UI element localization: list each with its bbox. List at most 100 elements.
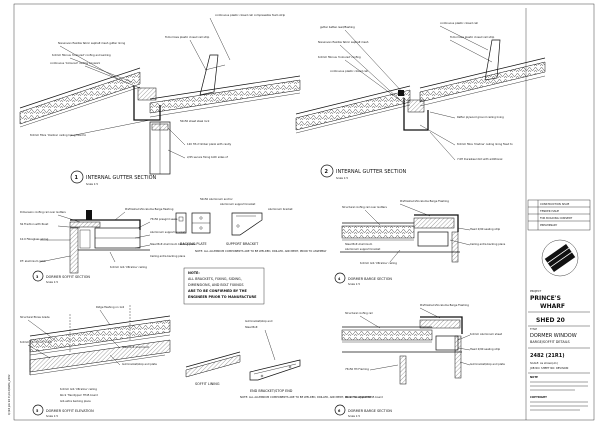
bracket-callout-2: 50x50 Aluminium anchor [200,197,234,201]
title-label: TITLE [530,327,537,331]
title-line1: DORMER WINDOW [530,333,577,339]
d2-callout-7: Rafter plywood ground ceiling lining [457,115,504,119]
d3-number-bubble [32,270,44,282]
d6-callout-5: Gut bracket/stop end plate [470,362,505,366]
d2-number: 2 [325,169,329,175]
end-callout-1: Steel Bolt [245,325,258,329]
revision-row-4: PRELIMINARY [540,223,558,227]
soffit-lining-title: SOFFIT LINING [195,382,220,386]
note-line-4: ARE TO BE CONFIRMED BY THE [188,289,247,293]
d6-callout-6: 75x50 H3 Framing [345,367,369,371]
architect-logo [541,239,579,277]
d1-title: INTERNAL GUTTER SECTION [86,175,157,181]
copyright-label: COPYRIGHT [530,395,547,399]
bracket-callout-3: Aluminium bracket [268,207,293,211]
d3-callout-1: Prefinished Zincalume Barge flashing [125,207,174,211]
d4-number-bubble [334,272,346,284]
d2-number-bubble [320,164,334,178]
d3-callout-7: Aluminium support bracket [150,230,185,234]
scale-text: SCALE: As shown(A1) [530,361,558,365]
sheet-border [13,3,595,421]
d6-callout-1: Structural roofing rail [345,311,373,315]
shed-label: SHED 20 [536,317,565,324]
d3-number: 3 [36,275,39,279]
d2-callout-6: continuous plastic closed cell [330,69,368,73]
notes-block-label: NOTE [530,375,538,379]
d3-callout-4: SS Fraction with Rivet [20,222,48,226]
detail-1-internal-gutter: continuous plastic closed cell compressi… [19,13,301,186]
d5-callout-3: 6.0mm Aluminium sheet [20,340,52,344]
d6-callout-4: Head 2/90 sealing strip [470,347,501,351]
general-note-box: NOTE: ALL BRACKETS, FIXING, SIDING, DIME… [183,267,265,305]
d4-callout-7: 6.0mm Gib 'Ultraline' ceiling [360,261,397,265]
d3-scale: Scale 1:5 [46,280,58,284]
d4-callout-2: Structural roofing rail over Gutters [342,205,387,209]
d5-callout-6: 6.0mm Gib 'Ultraline' ceiling [60,387,97,391]
title-line2: BARGE/SOFFIT DETAILS [530,340,570,344]
d6-title: DORMER BARGE SECTION [348,409,392,413]
d2-callout-4: 6.0mm fibrous 'Coloured' roofing [318,55,361,59]
bracket-callout-1: Aluminium support bracket [220,202,255,206]
title-block: CONSTRUCTION ISSUE TENDER ISSUE FOR BUIL… [525,8,591,420]
d4-title: DORMER BARGE SECTION [348,277,392,281]
d3-callout-3: 75x50 presgrid sears [150,217,178,221]
d5-number-bubble [32,404,44,416]
note-line-2: ALL BRACKETS, FIXING, SIDING, [188,277,242,281]
d1-callout-4: Tomorrows plastic closed cell strip [165,35,210,39]
d4-callout-1: Prefinished Zincalume Barge Flashing [400,199,449,203]
d6-callout-2: Prefinished Zincalume Barge Flashing [420,303,469,307]
soffit-lining-drawing [185,354,241,378]
d6-scale: Scale 1:5 [348,414,360,418]
revision-row-1: CONSTRUCTION ISSUE [540,202,570,206]
roof-insulation-right-2 [419,61,546,103]
d2-callout-8: 8.0mm fibre 'Cladine' ceiling lining fix… [457,142,513,146]
d2-callout-2: continuous plastic closed cell [440,21,478,25]
gutter-profile-2 [403,98,429,131]
d3-title: DORMER SOFFIT SECTION [46,275,90,279]
d2-callout-3: Nonwoven flexible fabric asphalt mesh [318,40,369,44]
d5-callout-5: Gut bracket/stop end plate [122,362,157,366]
roof-insulation-left [19,71,141,125]
d1-number: 1 [75,175,79,181]
d4-callout-4: Steel Bolt Aluminium [345,242,373,246]
d2-callout-5: Tomorrows plastic closed cell strip [450,35,495,39]
d4-callout-6: Ceiling extra backing place [470,242,506,246]
project-name-line1: PRINCE'S [530,295,561,302]
d5-callout-4: Steel Bolt Aluminium [122,345,150,349]
d3-callout-6: P.F. aluminium jamb [20,259,46,263]
d5-title: DORMER SOFFIT ELEVATION [46,409,94,413]
note-line-1: NOTE: [188,271,200,275]
side-file-path: Q:\94 Job 94 1\14.2\DWG_2482 [7,374,11,415]
d1-scale: Scale 1:5 [86,182,98,186]
backing-plate-title: BACKING PLATE [180,242,207,246]
d1-callout-5: continuous 'Coloured' roofing ironwork [50,61,101,65]
d3-callout-5: 10.0 Fibreglass wiring [20,237,49,241]
d5-callout-1: Structural fibres Grade [20,315,50,319]
end-bracket-drawing [249,359,301,381]
d1-callout-3: 6.0mm fibrous 'Coloured' roofing and sar… [52,53,111,57]
d4-callout-3: Head 2/90 sealing strip [470,227,501,231]
detail-2-internal-gutter: gutter batten lead/flashing continuous p… [295,21,546,180]
d1-callout-6: 50x50 sheet steel lock [180,119,210,123]
revision-table [527,199,591,231]
d6-number-bubble [334,404,346,416]
d5-scale: Scale 1:5 [46,414,58,418]
d5-callout-7: Rock 'Handlypso' TP45 board [60,393,98,397]
project-label: PROJECT [530,289,542,293]
note-line-5: ENGINEER PRIOR TO MANUFACTURE [188,295,257,299]
revision-row-3: FOR BUILDING CONSENT [540,216,573,220]
d1-callout-7: 8.0mm Fibre 'Cladine' ceiling lining fix… [30,133,86,137]
gutter-profile [133,86,161,121]
drawing-number: 2482 (21R1) [530,353,565,359]
d2-scale: Scale 1:5 [336,176,348,180]
jamb [69,227,79,274]
d1-callout-2: Nonwoven flexible fabric asphalt mesh gu… [58,41,125,45]
d3-callout-8: 6.0mm Gib 'Ultraline' ceiling [110,265,147,269]
end-callout-2: Gut bracket/stop end [245,319,273,323]
d1-callout-9: 2/25 secure fixing both sides of [187,155,228,159]
lining-and-end-bracket: SOFFIT LINING Steel Bolt Gut bracket/sto… [185,319,372,399]
detail-5-dormer-soffit-elevation: Structural fibres Grade Ridge flashing o… [20,305,171,418]
bracket-details: BACKING PLATE SUPPORT BRACKET Aluminium … [175,197,327,253]
